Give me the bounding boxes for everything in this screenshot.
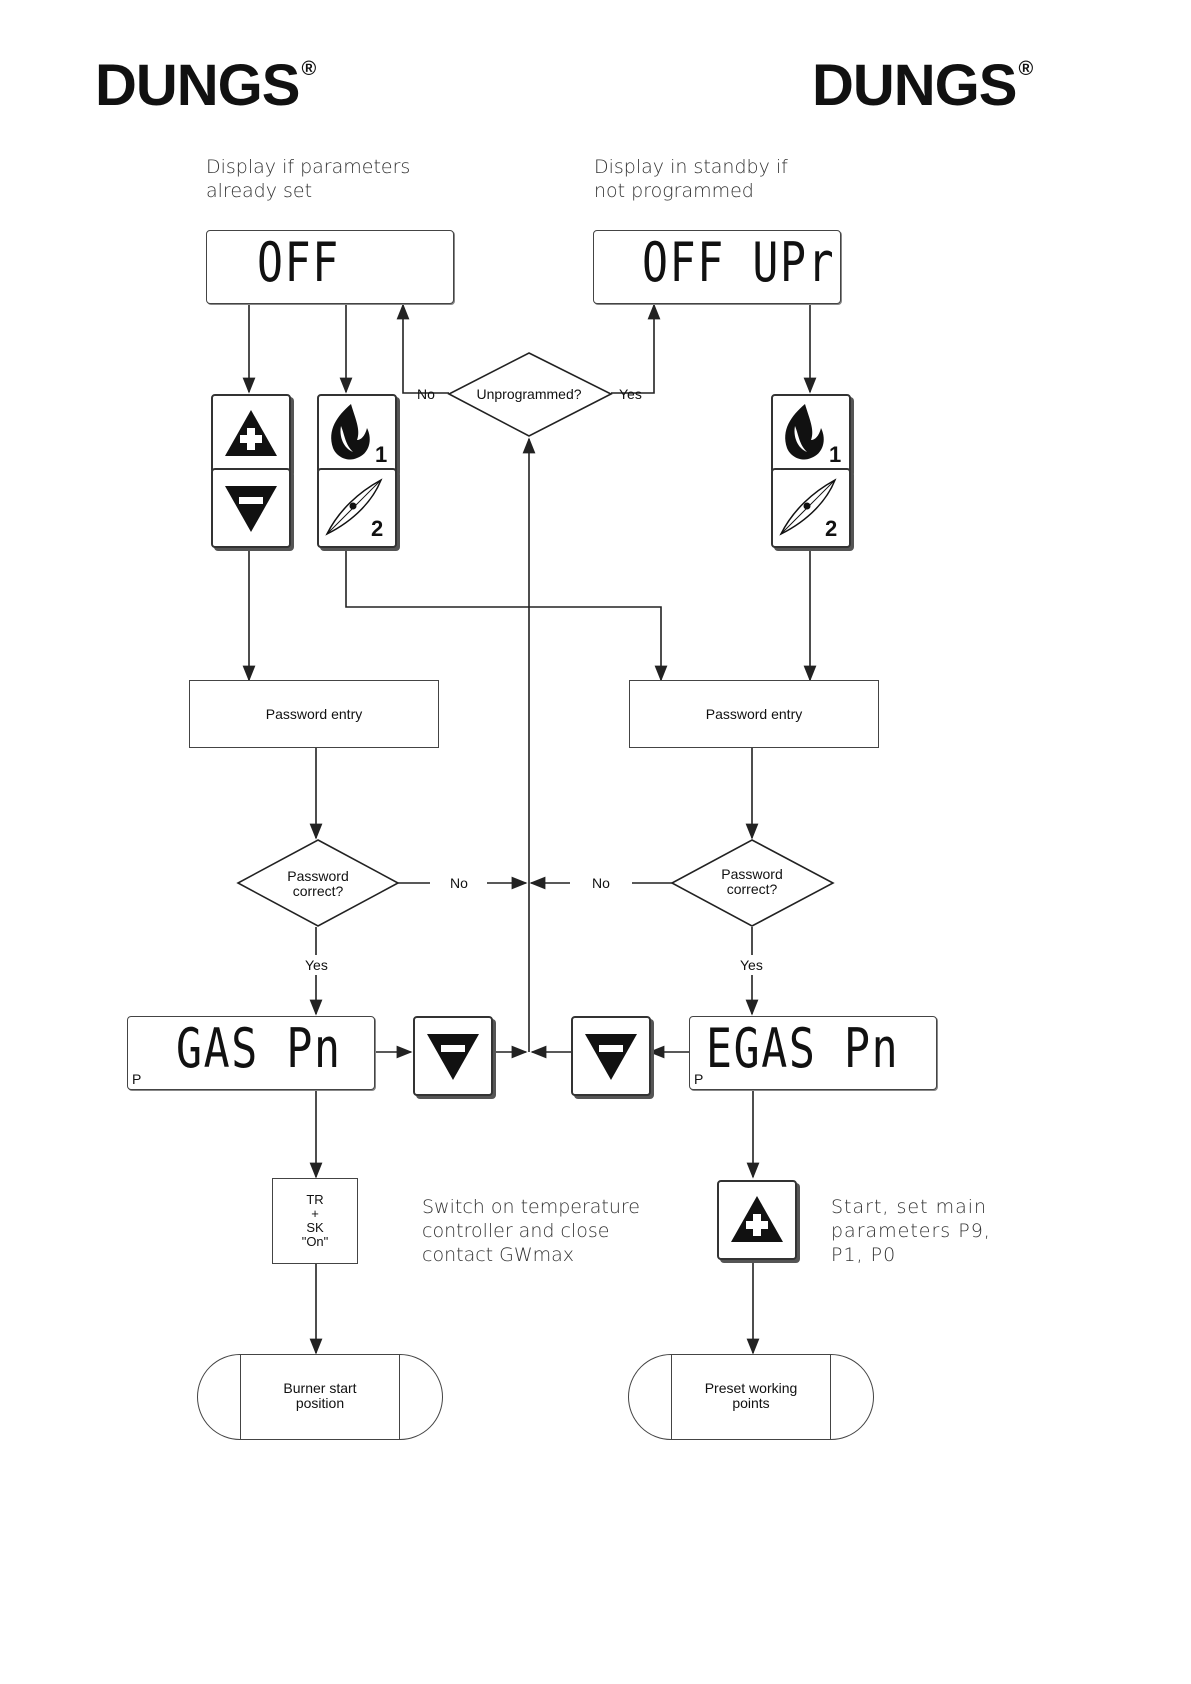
terminal-preset-points-label: Preset working points — [704, 1380, 798, 1411]
display-p-marker: P — [132, 1071, 142, 1087]
minus-triangle-icon — [585, 1034, 637, 1080]
terminal-burner-start-label: Burner start position — [283, 1380, 357, 1411]
display-text: EGAS Pn — [706, 1017, 900, 1080]
fan-icon: 2 — [325, 478, 383, 541]
minus-key-middle-left[interactable] — [413, 1016, 493, 1096]
logo-text: DUNGS — [812, 53, 1017, 118]
no-label-right: No — [592, 875, 610, 891]
flame-icon: 1 — [785, 404, 841, 467]
caption-right-top: Display in standby if not programmed — [594, 156, 788, 202]
svg-text:2: 2 — [371, 516, 383, 541]
minus-triangle-icon — [225, 486, 277, 532]
caption-start-set: Start, set main parameters P9, P1, P0 — [831, 1196, 991, 1266]
svg-text:2: 2 — [825, 516, 837, 541]
logo-text: DUNGS — [95, 53, 300, 118]
decision-unprogrammed-label: Unprogrammed? — [476, 386, 582, 402]
no-label-unprogrammed: No — [417, 386, 435, 402]
display-p-marker: P — [694, 1071, 704, 1087]
terminal-burner-start: Burner start position — [197, 1354, 443, 1440]
plus-key-right-bottom[interactable] — [717, 1180, 797, 1260]
password-entry-right: Password entry — [629, 680, 879, 748]
dungs-logo-left: DUNGS® — [95, 52, 316, 119]
fan-key-right[interactable]: 2 — [771, 468, 851, 548]
yes-label-unprogrammed: Yes — [619, 386, 642, 402]
svg-text:1: 1 — [829, 442, 841, 467]
yes-label-right: Yes — [740, 957, 763, 973]
flame-icon: 1 — [331, 404, 387, 467]
minus-triangle-icon — [427, 1034, 479, 1080]
dungs-logo-right: DUNGS® — [812, 52, 1033, 119]
caption-switch-on: Switch on temperature controller and clo… — [422, 1196, 640, 1266]
no-label-left: No — [450, 875, 468, 891]
minus-key-middle-right[interactable] — [571, 1016, 651, 1096]
plus-key-left[interactable] — [211, 394, 291, 474]
display-off-upr-right: OFF UPr — [593, 230, 841, 304]
display-text: OFF — [257, 231, 340, 294]
terminal-preset-points: Preset working points — [628, 1354, 874, 1440]
flame-key-right[interactable]: 1 — [771, 394, 851, 474]
tr-sk-on-box: TR + SK "On" — [272, 1178, 358, 1264]
display-egas-pn-right: EGAS Pn P — [689, 1016, 937, 1090]
decision-unprogrammed-shape — [447, 352, 613, 437]
fan-icon: 2 — [779, 478, 837, 541]
yes-label-left: Yes — [305, 957, 328, 973]
password-entry-left: Password entry — [189, 680, 439, 748]
decision-password-left-label: Password correct? — [287, 868, 349, 899]
display-text: GAS Pn — [176, 1017, 342, 1080]
svg-text:1: 1 — [375, 442, 387, 467]
decision-password-left-shape — [236, 839, 400, 927]
caption-left-top: Display if parameters already set — [206, 156, 411, 202]
plus-triangle-icon — [731, 1196, 783, 1242]
display-text: OFF UPr — [642, 231, 836, 294]
decision-password-right-label: Password correct? — [721, 866, 783, 897]
display-off-left: OFF — [206, 230, 454, 304]
registered-mark: ® — [1018, 58, 1033, 80]
minus-key-left[interactable] — [211, 468, 291, 548]
decision-password-right-shape — [670, 839, 835, 927]
display-gas-pn-left: GAS Pn P — [127, 1016, 375, 1090]
registered-mark: ® — [301, 58, 316, 80]
flame-key-left[interactable]: 1 — [317, 394, 397, 474]
plus-triangle-icon — [225, 410, 277, 456]
fan-key-left[interactable]: 2 — [317, 468, 397, 548]
